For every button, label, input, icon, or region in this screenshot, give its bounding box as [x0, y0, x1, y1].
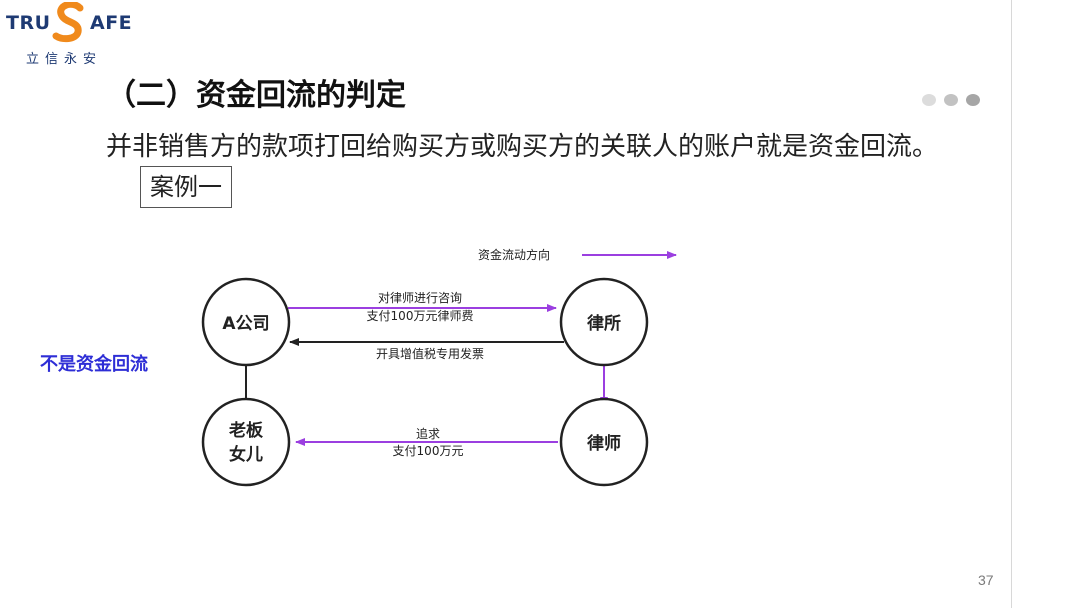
node-label: 老板	[228, 420, 264, 441]
company-logo: TRU AFE 立信永安	[6, 2, 136, 70]
page-number: 37	[978, 572, 994, 588]
edge-label: 对律师进行咨询	[378, 290, 462, 305]
dot-icon	[966, 94, 980, 106]
node-label: 女儿	[229, 444, 263, 465]
node-lawyer: 律师	[559, 397, 649, 487]
legend-label: 资金流动方向	[478, 247, 550, 262]
decorative-dots	[922, 92, 992, 108]
node-label: 律师	[586, 433, 621, 454]
dot-icon	[922, 94, 936, 106]
node-boss-daughter: 老板 女儿	[201, 397, 291, 487]
node-a-company: A公司	[201, 277, 291, 367]
node-label: A公司	[222, 314, 269, 334]
edge-label: 支付100万元	[393, 444, 464, 458]
logo-text-right: AFE	[90, 12, 133, 34]
node-law-firm: 律所	[559, 277, 649, 367]
slide-statement: 并非销售方的款项打回给购买方或购买方的关联人的账户就是资金回流。	[106, 132, 939, 162]
edge-label: 追求	[416, 426, 440, 441]
logo-text-left: TRU	[6, 12, 51, 34]
edge-label: 支付100万元律师费	[367, 309, 474, 323]
page-divider-line	[1011, 0, 1012, 608]
edge-label: 开具增值税专用发票	[376, 346, 484, 361]
dot-icon	[944, 94, 958, 106]
node-label: 律所	[586, 313, 621, 334]
logo-s-mark-icon	[52, 2, 84, 43]
logo-subtitle: 立信永安	[26, 52, 103, 67]
not-fund-return-label: 不是资金回流	[40, 354, 148, 375]
case-label-box: 案例一	[140, 166, 232, 208]
slide-title: （二）资金回流的判定	[106, 78, 406, 113]
